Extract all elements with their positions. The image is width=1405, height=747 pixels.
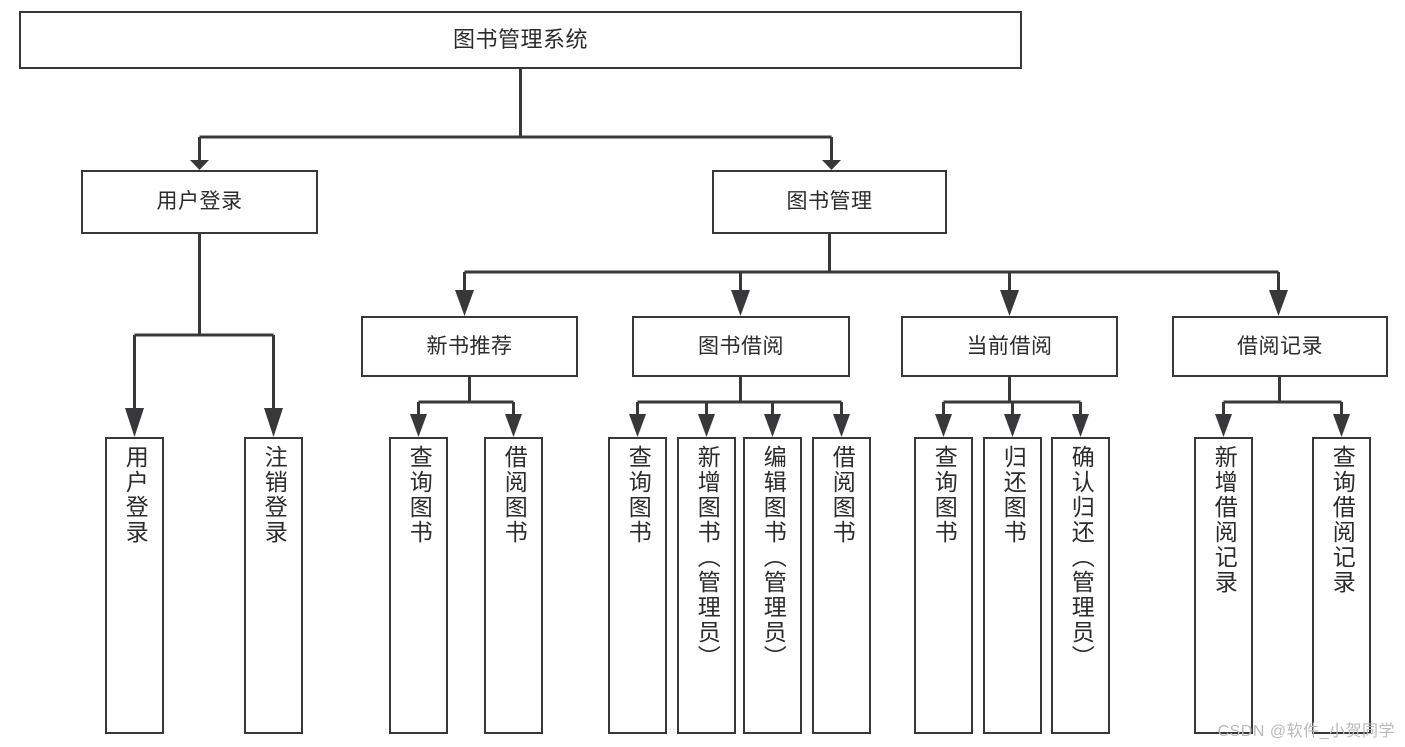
node-book-manage-label: 图书管理 (786, 190, 873, 214)
arrowhead-leaf-user-logout (264, 408, 283, 437)
node-book-borrow-label: 图书借阅 (698, 334, 784, 358)
arrowhead-leaf-query-record (1333, 414, 1350, 437)
node-leaf-query-book-2[interactable]: 查询图书 (608, 437, 667, 734)
node-leaf-return-book-label: 归还图书 (1000, 445, 1027, 545)
node-current-borrow[interactable]: 当前借阅 (901, 316, 1118, 377)
node-leaf-user-login[interactable]: 用户登录 (105, 437, 164, 734)
node-new-book-recommend-label: 新书推荐 (426, 334, 513, 358)
arrowhead-book-borrow (731, 290, 750, 316)
node-user-login-label: 用户登录 (156, 190, 243, 214)
node-leaf-confirm-return-label: 确认归还（管理员） (1068, 445, 1095, 670)
arrowhead-leaf-confirm-return (1072, 414, 1089, 437)
arrowhead-leaf-borrow-book-1 (505, 414, 522, 437)
node-borrow-record[interactable]: 借阅记录 (1172, 316, 1388, 377)
node-leaf-return-book[interactable]: 归还图书 (983, 437, 1042, 734)
node-leaf-edit-book[interactable]: 编辑图书（管理员） (743, 437, 802, 734)
arrowhead-leaf-add-record (1215, 414, 1232, 437)
arrowhead-leaf-edit-book (764, 414, 781, 437)
arrowhead-leaf-query-book-3 (935, 414, 952, 437)
arrowhead-book-manage (822, 160, 841, 170)
arrowhead-leaf-add-book (698, 414, 715, 437)
node-book-manage[interactable]: 图书管理 (712, 170, 947, 234)
node-leaf-add-record-label: 新增借阅记录 (1211, 445, 1238, 595)
node-user-login[interactable]: 用户登录 (81, 170, 318, 234)
node-leaf-add-book[interactable]: 新增图书（管理员） (677, 437, 736, 734)
node-root-label: 图书管理系统 (452, 26, 588, 52)
node-leaf-borrow-book-2[interactable]: 借阅图书 (812, 437, 871, 734)
node-leaf-user-logout-label: 注销登录 (261, 445, 288, 545)
node-book-borrow[interactable]: 图书借阅 (632, 316, 850, 377)
node-borrow-record-label: 借阅记录 (1237, 334, 1323, 358)
node-leaf-add-book-label: 新增图书（管理员） (694, 445, 721, 670)
watermark: CSDN @软件_小贺同学 (1217, 723, 1395, 740)
arrowhead-leaf-borrow-book-2 (833, 414, 850, 437)
arrowhead-new-book-recommend (455, 290, 474, 316)
node-leaf-borrow-book-2-label: 借阅图书 (829, 445, 856, 545)
arrowhead-leaf-return-book (1004, 414, 1021, 437)
node-leaf-query-record[interactable]: 查询借阅记录 (1312, 437, 1371, 734)
node-leaf-query-book-1-label: 查询图书 (406, 445, 433, 545)
node-leaf-borrow-book-1-label: 借阅图书 (501, 445, 528, 545)
node-leaf-query-record-label: 查询借阅记录 (1329, 445, 1356, 595)
node-leaf-query-book-3-label: 查询图书 (931, 445, 958, 545)
node-leaf-user-login-label: 用户登录 (122, 445, 149, 545)
arrowhead-user-login (190, 160, 209, 170)
node-current-borrow-label: 当前借阅 (966, 334, 1053, 358)
node-leaf-borrow-book-1[interactable]: 借阅图书 (484, 437, 543, 734)
arrowhead-borrow-record (1269, 290, 1288, 316)
node-root[interactable]: 图书管理系统 (19, 11, 1022, 69)
node-leaf-add-record[interactable]: 新增借阅记录 (1194, 437, 1253, 734)
arrowhead-current-borrow (1000, 290, 1019, 316)
node-leaf-query-book-3[interactable]: 查询图书 (914, 437, 973, 734)
node-new-book-recommend[interactable]: 新书推荐 (361, 316, 578, 377)
arrowhead-leaf-user-login (125, 408, 144, 437)
node-leaf-user-logout[interactable]: 注销登录 (244, 437, 303, 734)
arrowhead-leaf-query-book-2 (629, 414, 646, 437)
node-leaf-query-book-2-label: 查询图书 (625, 445, 652, 545)
node-leaf-edit-book-label: 编辑图书（管理员） (760, 445, 787, 670)
node-leaf-confirm-return[interactable]: 确认归还（管理员） (1051, 437, 1110, 734)
arrowhead-leaf-query-book-1 (410, 414, 427, 437)
node-leaf-query-book-1[interactable]: 查询图书 (389, 437, 448, 734)
